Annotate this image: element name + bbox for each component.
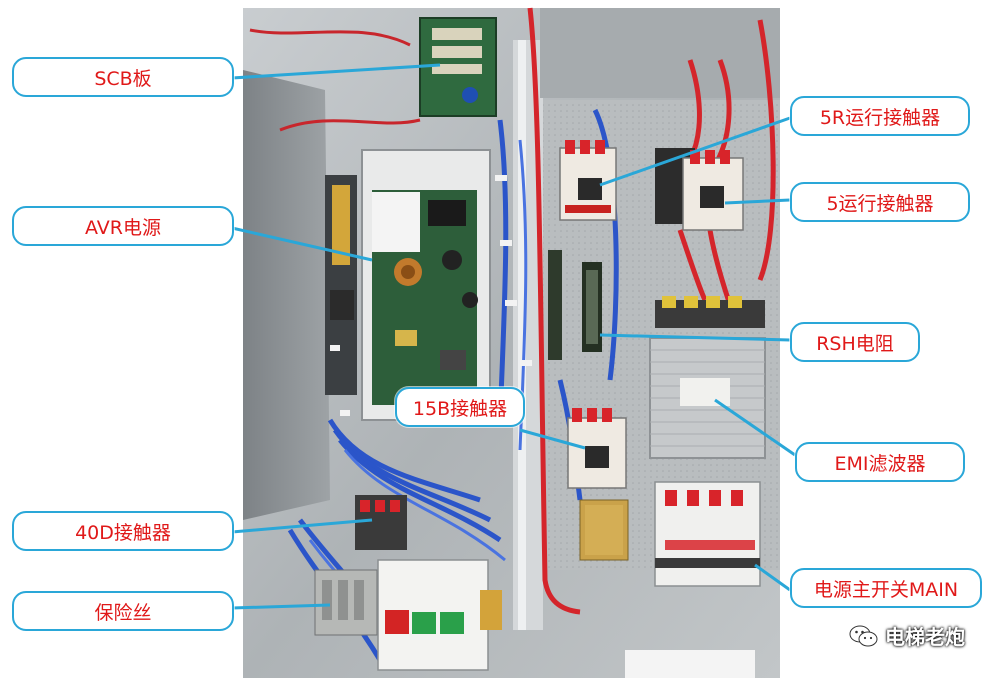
circuit-breaker <box>377 559 502 671</box>
contactor-5 <box>655 148 744 231</box>
label-5r-contactor: 5R运行接触器 <box>790 96 970 136</box>
emi-filter <box>649 337 766 459</box>
contactor-15b <box>567 408 627 489</box>
label-5-contactor: 5运行接触器 <box>790 182 970 222</box>
watermark-text: 电梯老炮 <box>885 625 965 649</box>
wechat-icon <box>849 624 879 648</box>
watermark: 电梯老炮 <box>849 621 965 650</box>
main-switch <box>654 481 761 587</box>
label-scb-board: SCB板 <box>12 57 234 97</box>
label-15b-contactor: 15B接触器 <box>395 387 525 427</box>
label-main-switch: 电源主开关MAIN <box>790 568 982 608</box>
rsh-resistor <box>548 250 602 360</box>
label-40d-contactor: 40D接触器 <box>12 511 234 551</box>
pointer-lines <box>231 63 796 610</box>
label-fuse: 保险丝 <box>12 591 234 631</box>
label-avr-power: AVR电源 <box>12 206 234 246</box>
avr-power-supply <box>361 149 491 421</box>
contactor-5r <box>559 140 617 221</box>
side-panel <box>243 70 330 520</box>
scb-board <box>419 17 497 117</box>
contactor-40d <box>355 495 407 550</box>
label-emi-filter: EMI滤波器 <box>795 442 965 482</box>
terminal-block <box>655 296 765 328</box>
label-rsh-resistor: RSH电阻 <box>790 322 920 362</box>
red-wires <box>527 7 776 615</box>
fuse-block <box>314 569 378 636</box>
